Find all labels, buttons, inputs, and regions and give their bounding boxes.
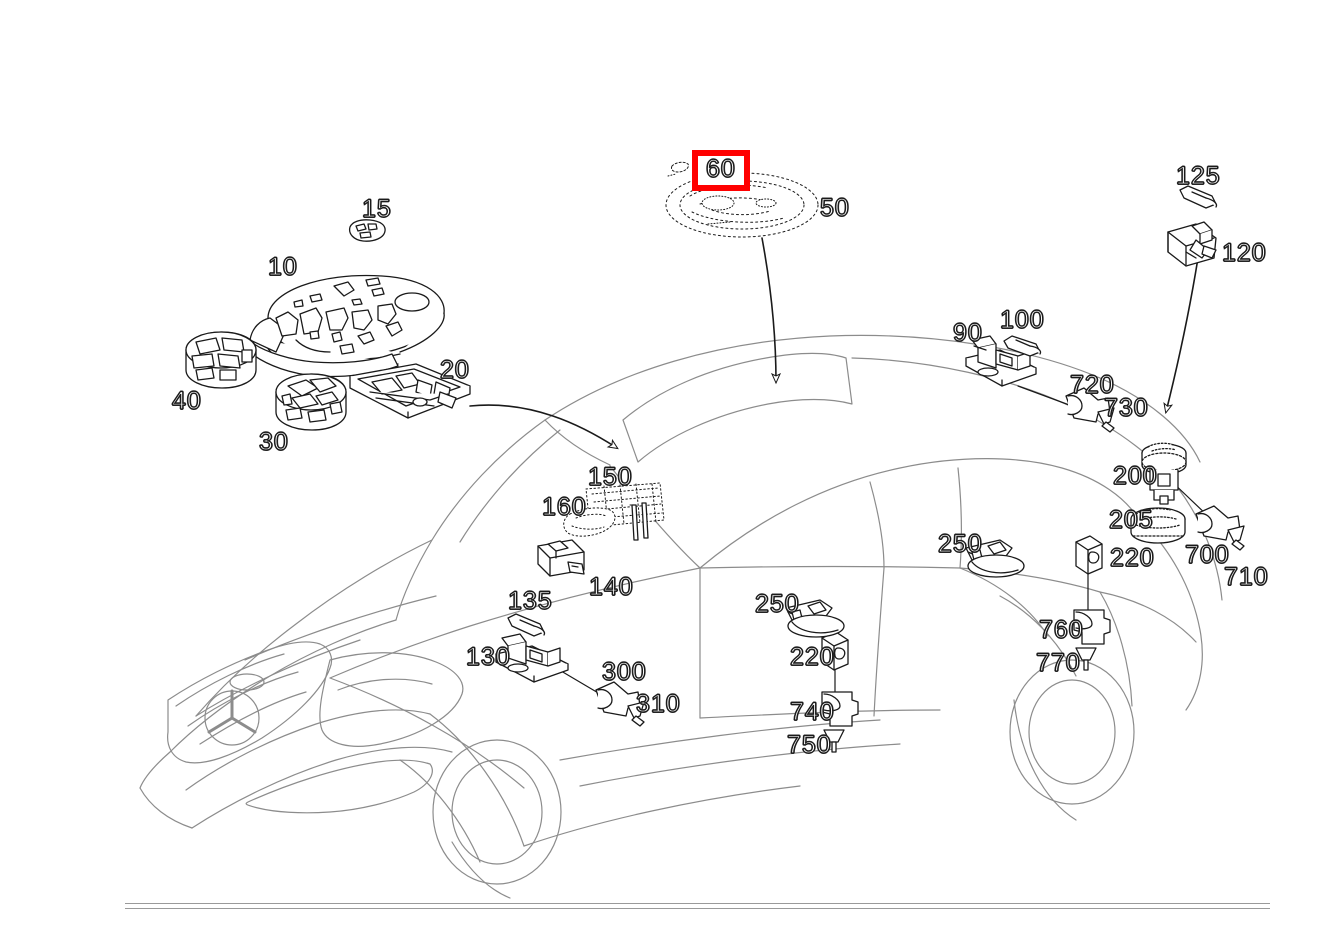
part-10-overhead-console-base — [249, 274, 445, 378]
part-callout-220[interactable]: 220 — [1109, 544, 1155, 572]
part-callout-160[interactable]: 160 — [541, 493, 587, 521]
part-140-lamp-housing — [537, 539, 585, 577]
part-125-festoon-bulb — [1179, 185, 1218, 209]
part-callout-700[interactable]: 700 — [1184, 541, 1230, 569]
part-770-terminal-pin — [1075, 647, 1097, 671]
part-220-rear-entry-lamp — [1075, 535, 1103, 575]
part-callout-250[interactable]: 250 — [937, 530, 983, 558]
part-callout-730[interactable]: 730 — [1103, 394, 1149, 422]
exploded-parts-group — [185, 161, 1245, 753]
part-callout-760[interactable]: 760 — [1038, 616, 1084, 644]
part-160-trim-panel — [563, 507, 616, 537]
part-callout-40[interactable]: 40 — [171, 387, 202, 415]
footer-divider — [125, 903, 1270, 909]
part-callout-120[interactable]: 120 — [1221, 239, 1267, 267]
part-callout-50[interactable]: 50 — [819, 194, 850, 222]
part-callout-10[interactable]: 10 — [267, 253, 298, 281]
part-760-connector — [1073, 609, 1111, 645]
leader-part-20 — [469, 404, 617, 448]
part-callout-135[interactable]: 135 — [507, 587, 553, 615]
part-callout-300[interactable]: 300 — [601, 658, 647, 686]
part-130-front-reading-lamp — [495, 633, 569, 683]
part-120-vanity-lamp — [1167, 221, 1217, 267]
part-40-lamp-module — [185, 331, 257, 389]
part-callout-200[interactable]: 200 — [1112, 462, 1158, 490]
part-callout-125[interactable]: 125 — [1175, 162, 1221, 190]
part-callout-30[interactable]: 30 — [258, 428, 289, 456]
leader-part-50 — [761, 237, 776, 382]
part-callout-90[interactable]: 90 — [952, 319, 983, 347]
part-callout-140[interactable]: 140 — [588, 573, 634, 601]
leader-part-90 — [1017, 385, 1073, 407]
part-730-terminal-pin — [1097, 407, 1115, 433]
part-30-lamp-module — [275, 373, 347, 431]
part-150-bar-detail — [631, 502, 649, 541]
part-200-rear-lamp — [1141, 442, 1187, 505]
part-750-terminal-pin — [823, 729, 845, 753]
part-220-front-entry-lamp — [821, 631, 849, 671]
part-740-connector — [821, 691, 859, 727]
part-callout-205[interactable]: 205 — [1108, 506, 1154, 534]
part-310-terminal-pin — [627, 701, 645, 727]
part-250-front-handle-lamp — [785, 599, 845, 638]
part-callout-100[interactable]: 100 — [999, 306, 1045, 334]
leader-part-120 — [1166, 257, 1199, 412]
part-20-console-tray — [349, 363, 471, 419]
part-100-festoon-bulb — [1003, 335, 1042, 357]
part-callout-150[interactable]: 150 — [587, 463, 633, 491]
part-callout-60-highlighted[interactable]: 60 — [692, 150, 750, 191]
part-callout-250[interactable]: 250 — [754, 590, 800, 618]
part-callout-740[interactable]: 740 — [789, 698, 835, 726]
part-15-clip — [348, 219, 386, 242]
part-callout-310[interactable]: 310 — [635, 690, 681, 718]
part-callout-720[interactable]: 720 — [1069, 371, 1115, 399]
part-callout-770[interactable]: 770 — [1035, 649, 1081, 677]
part-205-lens-cap — [1130, 507, 1186, 544]
part-710-terminal-pin — [1227, 525, 1245, 551]
part-callout-20[interactable]: 20 — [439, 356, 470, 384]
part-135-festoon-bulb — [507, 613, 546, 637]
part-250-rear-handle-lamp — [965, 539, 1025, 578]
part-callout-130[interactable]: 130 — [465, 643, 511, 671]
part-90-reading-lamp — [965, 335, 1037, 387]
part-callout-750[interactable]: 750 — [786, 731, 832, 759]
vehicle-outline — [139, 334, 1223, 899]
part-callout-710[interactable]: 710 — [1223, 563, 1269, 591]
part-callout-15[interactable]: 15 — [361, 195, 392, 223]
part-callout-220[interactable]: 220 — [789, 643, 835, 671]
